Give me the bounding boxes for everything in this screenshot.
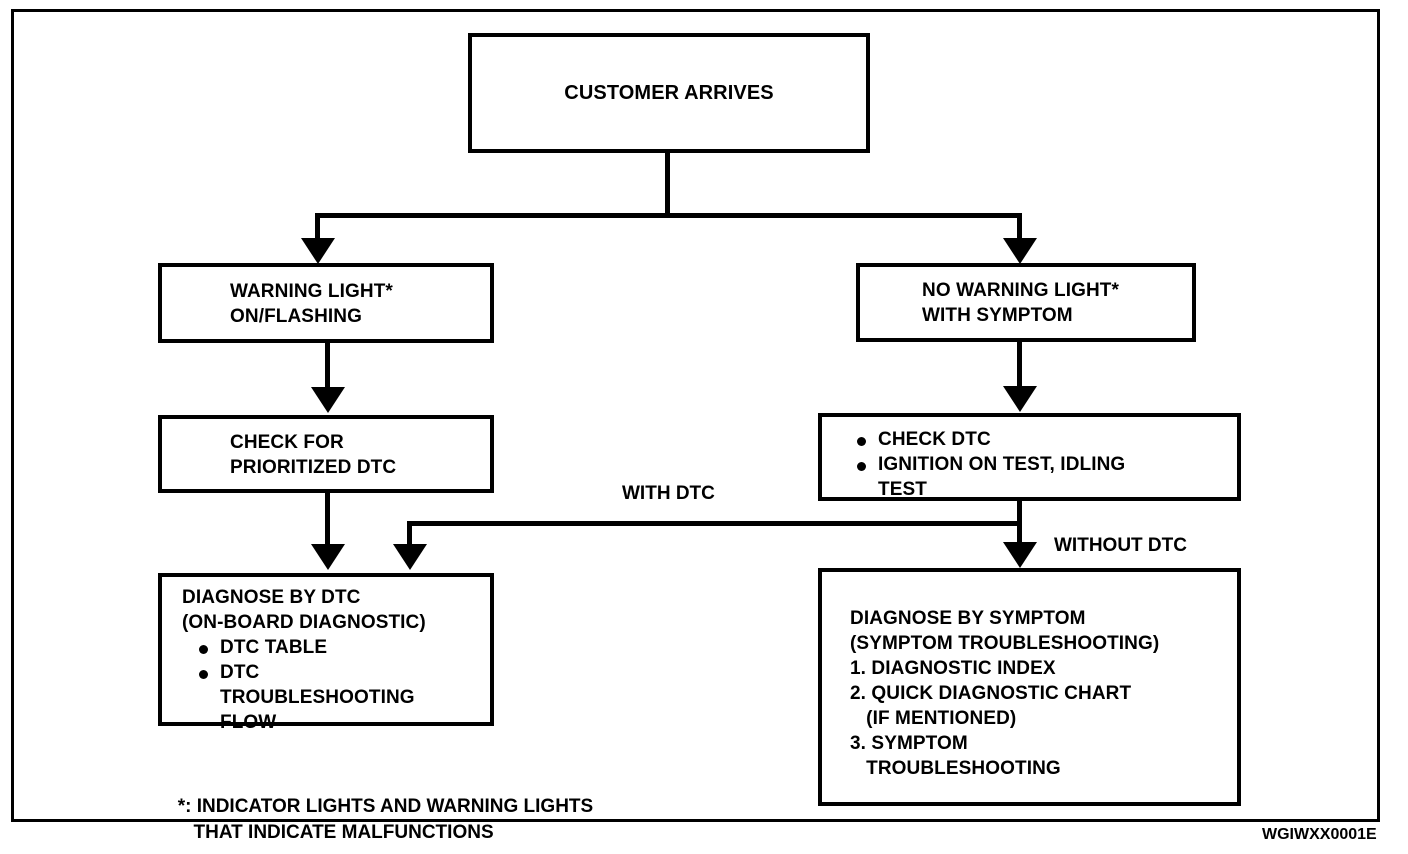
footnote-line-1: *: INDICATOR LIGHTS AND WARNING LIGHTS [177,796,594,818]
node-diagnose-by-dtc-bullet-1: DTC TABLE [196,635,490,660]
arrowhead-to-diagnose-by-symptom [1003,542,1037,568]
node-diagnose-by-dtc-bullet-2-cont-1: TROUBLESHOOTING [220,687,415,709]
arrowhead-to-diagnose-by-dtc-direct [311,544,345,570]
node-no-warning-light-line1: NO WARNING LIGHT* [922,280,1119,301]
node-customer-arrives-label: CUSTOMER ARRIVES [564,81,774,104]
node-warning-light-line2: ON/FLASHING [230,306,362,328]
node-diagnose-by-symptom-item-2-cont: (IF MENTIONED) [850,708,1017,730]
node-no-warning-light: NO WARNING LIGHT* WITH SYMPTOM [856,263,1196,342]
connector-no-warning-to-check-dtc [1017,341,1022,388]
connector-right-drop [1017,213,1022,246]
node-check-prioritized-dtc-line1: CHECK FOR [230,432,344,453]
edge-label-without-dtc: WITHOUT DTC [1054,535,1187,556]
connector-left-drop [315,213,320,246]
footnote: *: INDICATOR LIGHTS AND WARNING LIGHTS T… [146,769,594,854]
node-diagnose-by-dtc-bullet-2: DTC [196,660,490,685]
connector-check-to-diagnose-dtc [325,493,330,549]
node-check-prioritized-dtc: CHECK FOR PRIORITIZED DTC [158,415,494,493]
node-diagnose-by-symptom: DIAGNOSE BY SYMPTOM (SYMPTOM TROUBLESHOO… [818,568,1241,806]
node-diagnose-by-symptom-heading1: DIAGNOSE BY SYMPTOM [850,608,1086,629]
node-customer-arrives: CUSTOMER ARRIVES [468,33,870,153]
node-diagnose-by-dtc-list: DTC TABLE DTC TROUBLESHOOTING FLOW [196,635,490,735]
node-check-dtc-bullet-1: CHECK DTC [854,427,1237,452]
node-check-dtc-list: CHECK DTC IGNITION ON TEST, IDLING TEST [854,427,1237,502]
node-warning-light-line1: WARNING LIGHT* [230,281,393,302]
arrowhead-to-no-warning-light [1003,238,1037,264]
node-check-dtc: CHECK DTC IGNITION ON TEST, IDLING TEST [818,413,1241,501]
node-diagnose-by-symptom-item-3: 3. SYMPTOM [850,733,968,755]
node-diagnose-by-dtc: DIAGNOSE BY DTC (ON-BOARD DIAGNOSTIC) DT… [158,573,494,733]
node-check-dtc-bullet-2: IGNITION ON TEST, IDLING [854,452,1237,477]
connector-warning-to-check [325,342,330,390]
connector-root-stem [665,153,670,217]
node-diagnose-by-dtc-bullet-2-cont-2: FLOW [220,712,277,734]
node-diagnose-by-symptom-item-3-cont: TROUBLESHOOTING [850,758,1061,780]
node-diagnose-by-symptom-heading2: (SYMPTOM TROUBLESHOOTING) [850,633,1160,655]
node-warning-light: WARNING LIGHT* ON/FLASHING [158,263,494,343]
connector-with-dtc-run [407,521,1020,526]
arrowhead-to-check-dtc [1003,386,1037,412]
node-diagnose-by-dtc-heading1: DIAGNOSE BY DTC [182,587,361,608]
diagram-outer-frame: CUSTOMER ARRIVES WARNING LIGHT* ON/FLASH… [11,9,1380,843]
edge-label-with-dtc: WITH DTC [622,483,715,504]
arrowhead-to-check-prioritized [311,387,345,413]
node-check-dtc-bullet-2-cont: TEST [878,479,927,501]
connector-root-split-bar [315,213,1022,218]
footnote-line-2: THAT INDICATE MALFUNCTIONS [177,821,494,843]
connector-check-dtc-stem [1017,501,1022,555]
node-diagnose-by-symptom-item-2: 2. QUICK DIAGNOSTIC CHART [850,683,1132,705]
node-check-prioritized-dtc-line2: PRIORITIZED DTC [230,457,397,479]
arrowhead-to-warning-light [301,238,335,264]
node-diagnose-by-symptom-item-1: 1. DIAGNOSTIC INDEX [850,658,1056,680]
node-no-warning-light-line2: WITH SYMPTOM [922,305,1073,327]
connector-with-dtc-drop [407,521,412,549]
corner-code: WGIWXX0001E [1262,826,1377,843]
arrowhead-to-diagnose-by-dtc-with-dtc [393,544,427,570]
node-diagnose-by-dtc-heading2: (ON-BOARD DIAGNOSTIC) [182,612,426,634]
